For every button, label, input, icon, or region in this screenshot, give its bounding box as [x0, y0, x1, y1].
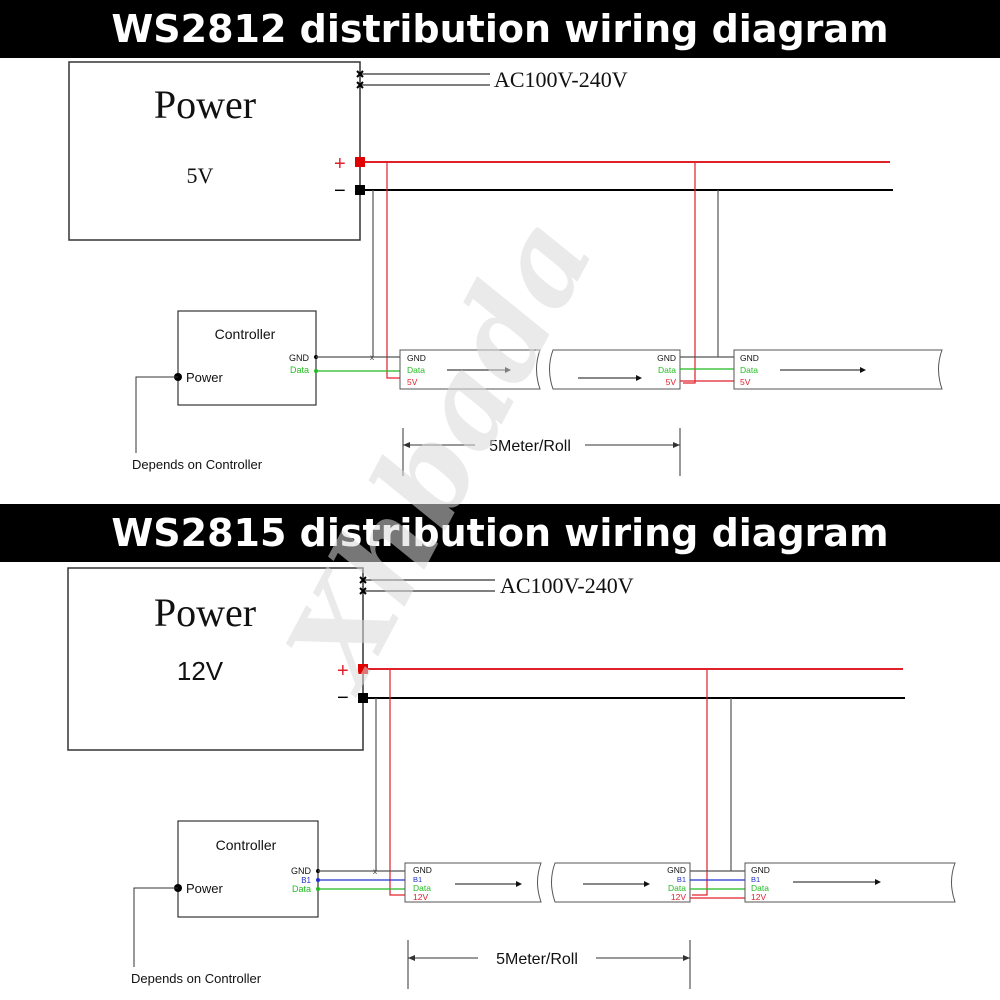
- diagram-ws2815: Power 12V AC100V-240V + − Controller Pow…: [0, 562, 1000, 1000]
- led-strip-2: [549, 349, 681, 390]
- roll-length-dimension: [407, 940, 691, 989]
- controller-note: Depends on Controller: [132, 457, 263, 472]
- controller-pin-gnd: GND: [291, 866, 312, 876]
- strip1-pin-b1: B1: [413, 875, 422, 884]
- negative-terminal: [355, 185, 365, 195]
- controller-label: Controller: [215, 326, 276, 342]
- diagram-ws2812-canvas: Power 5V AC100V-240V + − Controller Powe…: [68, 61, 943, 476]
- negative-sign: −: [334, 180, 346, 202]
- power-supply-box: [67, 567, 364, 751]
- svg-text:x: x: [370, 353, 374, 362]
- ac-voltage-label: AC100V-240V: [494, 67, 628, 92]
- controller-pin-gnd: GND: [289, 353, 310, 363]
- controller-pin-data: Data: [290, 365, 309, 375]
- negative-terminal: [358, 693, 368, 703]
- strip2-pin-gnd: GND: [657, 353, 676, 363]
- strip1-pin-12v: 12V: [413, 892, 428, 902]
- strip1-pin-5v: 5V: [407, 377, 418, 387]
- strip2-pin-data: Data: [668, 883, 686, 893]
- power-supply-box: [68, 61, 361, 241]
- positive-sign: +: [337, 660, 349, 682]
- roll-length-label: 5Meter/Roll: [489, 438, 571, 455]
- strip3-pin-12v: 12V: [751, 892, 766, 902]
- controller-power-label: Power: [186, 370, 224, 385]
- strip3-pin-data: Data: [740, 365, 758, 375]
- roll-length-dimension: [402, 428, 681, 476]
- svg-text:x: x: [373, 867, 377, 876]
- controller-pin-b1: B1: [301, 876, 311, 885]
- strip2-pin-data: Data: [658, 365, 676, 375]
- strip1-pin-gnd: GND: [413, 865, 432, 875]
- title-ws2812: WS2812 distribution wiring diagram: [111, 7, 889, 51]
- title-ws2815: WS2815 distribution wiring diagram: [111, 511, 889, 555]
- positive-feed-joint: [683, 162, 696, 384]
- controller-box: [177, 820, 319, 918]
- strip3-pin-b1: B1: [751, 875, 760, 884]
- strip2-pin-12v: 12V: [671, 892, 686, 902]
- led-strip-2: [551, 862, 691, 903]
- ac-voltage-label: AC100V-240V: [500, 573, 634, 598]
- positive-feed-joint: [692, 669, 708, 896]
- positive-sign: +: [334, 153, 346, 175]
- power-voltage: 5V: [187, 163, 214, 188]
- strip2-pin-gnd: GND: [667, 865, 686, 875]
- power-voltage: 12V: [177, 656, 224, 686]
- strip1-pin-data: Data: [407, 365, 425, 375]
- positive-feed-strip1: [386, 162, 404, 379]
- controller-power-label: Power: [186, 881, 224, 896]
- title-banner-ws2812: WS2812 distribution wiring diagram: [0, 0, 1000, 58]
- led-strip-1: [404, 862, 542, 903]
- strip2-pin-b1: B1: [677, 875, 686, 884]
- positive-feed-strip1: [389, 669, 407, 896]
- controller-note: Depends on Controller: [131, 971, 262, 986]
- strip3-pin-data: Data: [751, 883, 769, 893]
- strip1-pin-data: Data: [413, 883, 431, 893]
- strip3-pin-gnd: GND: [740, 353, 759, 363]
- ac-input-terminals: [359, 576, 495, 595]
- power-label: Power: [154, 82, 256, 127]
- controller-pin-data: Data: [292, 884, 311, 894]
- negative-sign: −: [337, 687, 349, 709]
- diagram-ws2815-canvas: Power 12V AC100V-240V + − Controller Pow…: [67, 567, 956, 989]
- power-label: Power: [154, 590, 256, 635]
- title-banner-ws2815: WS2815 distribution wiring diagram: [0, 504, 1000, 562]
- positive-terminal: [358, 664, 368, 674]
- strip1-pin-gnd: GND: [407, 353, 426, 363]
- roll-length-label: 5Meter/Roll: [496, 951, 578, 968]
- strip2-pin-5v: 5V: [666, 377, 677, 387]
- strip3-pin-gnd: GND: [751, 865, 770, 875]
- controller-label: Controller: [216, 837, 277, 853]
- diagram-ws2812: Power 5V AC100V-240V + − Controller Powe…: [0, 58, 1000, 500]
- ac-input-terminals: [356, 70, 490, 89]
- controller-power-lead: [135, 376, 178, 453]
- controller-power-lead: [133, 887, 178, 967]
- positive-terminal: [355, 157, 365, 167]
- strip3-pin-5v: 5V: [740, 377, 751, 387]
